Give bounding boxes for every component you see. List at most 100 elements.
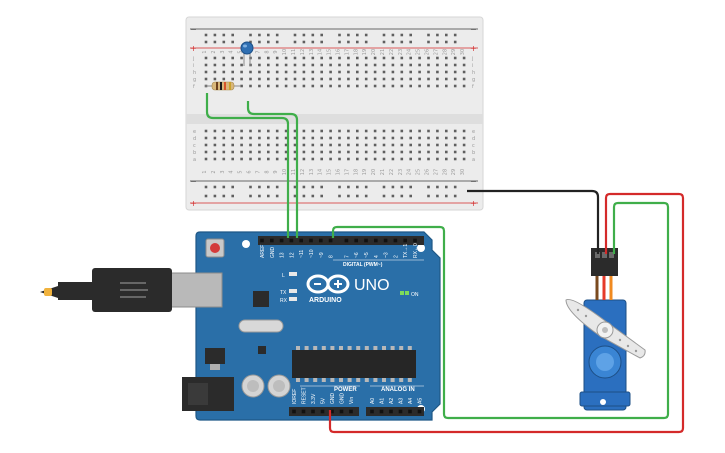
header-pin[interactable] <box>403 238 407 243</box>
header-pin[interactable] <box>349 409 353 414</box>
header-pin[interactable] <box>328 238 333 243</box>
header-pin[interactable] <box>309 238 313 243</box>
hole <box>364 136 368 140</box>
rail-hole <box>213 194 217 198</box>
header-pin[interactable] <box>344 238 349 243</box>
wire-pin13-to-breadboard[interactable] <box>205 93 290 238</box>
rail-hole <box>356 40 359 44</box>
hole <box>427 77 430 81</box>
header-pin[interactable] <box>270 238 274 243</box>
hole <box>275 63 279 67</box>
header-pin[interactable] <box>301 409 306 414</box>
hole <box>320 77 323 81</box>
hole <box>373 150 377 154</box>
hole <box>356 143 359 147</box>
hole <box>382 56 386 60</box>
header-pin[interactable] <box>292 409 296 414</box>
hole <box>436 84 439 88</box>
header-pin[interactable] <box>279 238 284 243</box>
pin-label: RESET <box>302 387 308 404</box>
hole <box>373 84 377 88</box>
header-pin[interactable] <box>339 409 344 414</box>
hole <box>453 84 457 88</box>
rail-hole <box>302 194 306 198</box>
reset-button[interactable] <box>205 238 225 258</box>
micro-servo[interactable] <box>565 248 646 411</box>
chip-pin <box>330 378 335 382</box>
header-pin[interactable] <box>374 238 378 243</box>
hole <box>293 70 297 74</box>
servo-horn[interactable] <box>565 298 646 359</box>
pin-label: AREF <box>260 245 266 258</box>
column-number: 26 <box>425 49 431 55</box>
hole <box>275 143 279 147</box>
hole <box>302 84 306 88</box>
header-pin[interactable] <box>370 409 374 414</box>
blue-led[interactable] <box>240 41 254 66</box>
header-pin[interactable] <box>379 409 384 414</box>
header-pin[interactable] <box>311 409 315 414</box>
header-pin[interactable] <box>398 409 403 414</box>
hole <box>213 70 217 74</box>
hole <box>204 129 208 133</box>
wire-pin9-to-servo-signal[interactable] <box>331 201 670 420</box>
header-pin[interactable] <box>389 409 393 414</box>
hole <box>222 143 226 147</box>
header-pin[interactable] <box>330 409 334 414</box>
row-letter: i <box>472 63 473 69</box>
rail-hole <box>409 194 412 198</box>
wire-gnd-to-breadboard[interactable] <box>246 101 299 238</box>
header-pin[interactable] <box>364 238 368 243</box>
wire-rail-gnd-to-servo[interactable] <box>467 189 600 254</box>
hole <box>249 143 252 147</box>
led-tx <box>289 289 297 293</box>
wire-5v-to-servo-power[interactable] <box>328 192 685 434</box>
hole <box>445 56 448 60</box>
rail-hole <box>391 40 395 44</box>
chip-pin <box>364 378 369 382</box>
rail-hole <box>436 185 439 189</box>
rail-hole <box>400 40 404 44</box>
resistor[interactable] <box>205 81 240 91</box>
header-pin[interactable] <box>299 238 303 243</box>
column-number: 18 <box>353 49 359 55</box>
rail-hole <box>347 40 350 44</box>
header-pin[interactable] <box>393 238 398 243</box>
header-pin[interactable] <box>260 238 264 243</box>
hole <box>427 70 430 74</box>
header-pin[interactable] <box>320 409 325 414</box>
hole <box>391 70 395 74</box>
rail-hole <box>338 185 341 189</box>
header-pin[interactable] <box>413 238 417 243</box>
hole <box>311 143 315 147</box>
header-pin[interactable] <box>383 238 388 243</box>
row-letter: f <box>472 84 474 90</box>
column-number: 10 <box>282 49 288 55</box>
hole <box>462 150 466 154</box>
header-pin[interactable] <box>417 409 422 414</box>
hole <box>462 77 466 81</box>
led-label-tx: TX <box>280 290 287 296</box>
header-pin[interactable] <box>408 409 412 414</box>
rail-hole <box>427 33 430 37</box>
rail-hole <box>338 33 341 37</box>
pin-label: 13 <box>280 252 286 258</box>
header-pin[interactable] <box>319 238 323 243</box>
hole <box>302 150 306 154</box>
rail-hole <box>391 185 395 189</box>
rail-hole <box>311 185 315 189</box>
pin-label: ~5 <box>364 252 370 258</box>
column-number: 30 <box>460 49 466 55</box>
hole <box>311 63 315 67</box>
usb-cable[interactable] <box>40 268 172 312</box>
column-number: 7 <box>255 170 261 173</box>
rail-hole <box>453 194 457 198</box>
pin-label: A3 <box>399 398 405 404</box>
header-pin[interactable] <box>354 238 358 243</box>
rail-hole <box>338 194 341 198</box>
row-letter: b <box>193 150 196 156</box>
column-number: 22 <box>389 169 395 175</box>
header-pin[interactable] <box>289 238 294 243</box>
rail-hole <box>436 194 439 198</box>
rail-hole <box>356 33 359 37</box>
